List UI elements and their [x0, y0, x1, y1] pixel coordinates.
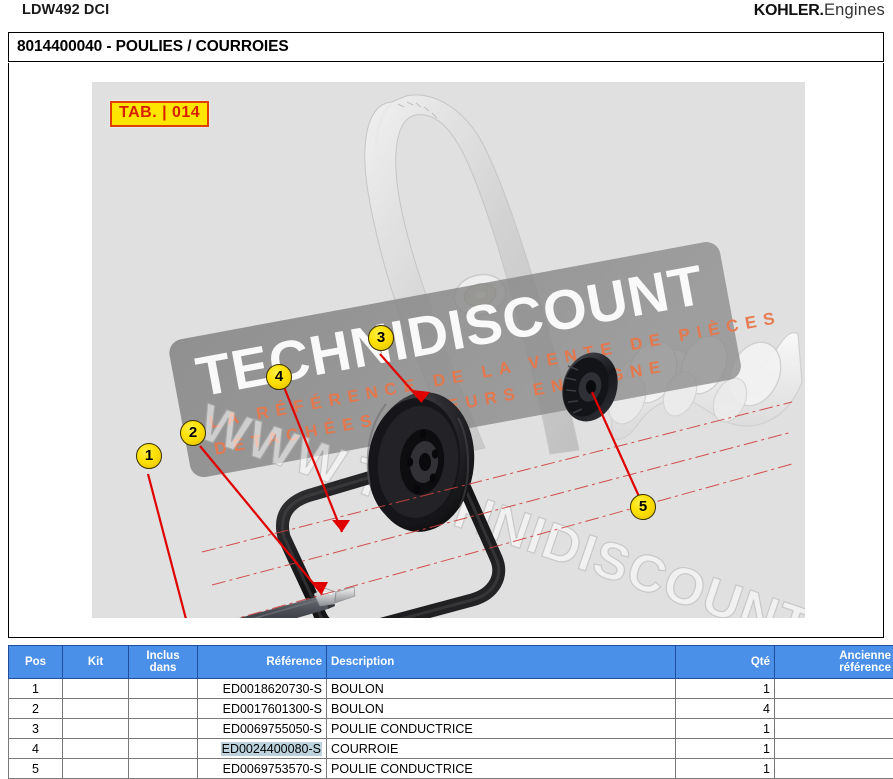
cell-ancienne	[775, 679, 893, 699]
cell-qte: 1	[676, 739, 775, 759]
exploded-parts-diagram[interactable]: TECHNIDISCOUNT LA RÉFÉRENCE DE LA VENTE …	[92, 82, 805, 618]
callout-4[interactable]: 4	[266, 364, 292, 390]
column-header-qte[interactable]: Qté	[676, 646, 775, 679]
cell-description: BOULON	[327, 679, 676, 699]
cell-qte: 1	[676, 719, 775, 739]
parts-table[interactable]: Pos Kit Inclus dans Référence Descriptio…	[8, 645, 893, 779]
table-row[interactable]: 4 ED0024400080-S COURROIE 1	[9, 739, 893, 759]
cell-pos: 4	[9, 739, 63, 759]
column-header-description[interactable]: Description	[327, 646, 676, 679]
cell-kit	[63, 699, 129, 719]
inclus-line1: Inclus	[146, 650, 179, 662]
reference-text-highlighted: ED0024400080-S	[221, 742, 322, 756]
cell-ancienne	[775, 699, 893, 719]
reference-text: ED0069753570-S	[223, 762, 322, 776]
cell-inclus	[129, 679, 198, 699]
page-title-box: 8014400040 - POULIES / COURROIES	[8, 32, 884, 62]
cell-reference[interactable]: ED0069755050-S	[198, 719, 327, 739]
cell-kit	[63, 739, 129, 759]
table-row[interactable]: 1 ED0018620730-S BOULON 1	[9, 679, 893, 699]
cell-ancienne	[775, 719, 893, 739]
table-body: 1 ED0018620730-S BOULON 1 2 ED0017601300…	[9, 679, 893, 779]
cell-kit	[63, 719, 129, 739]
cell-pos: 1	[9, 679, 63, 699]
cell-qte: 4	[676, 699, 775, 719]
ancienne-line1: Ancienne	[839, 650, 891, 662]
table-row[interactable]: 2 ED0017601300-S BOULON 4	[9, 699, 893, 719]
reference-text: ED0018620730-S	[223, 682, 322, 696]
brand-tagline: Engines	[824, 1, 885, 19]
inclus-line2: dans	[150, 662, 177, 674]
cell-kit	[63, 759, 129, 779]
cell-inclus	[129, 739, 198, 759]
callout-5[interactable]: 5	[630, 494, 656, 520]
cell-qte: 1	[676, 679, 775, 699]
table-row[interactable]: 5 ED0069753570-S POULIE CONDUCTRICE 1	[9, 759, 893, 779]
cell-reference[interactable]: ED0069753570-S	[198, 759, 327, 779]
kohler-engines-logo: KOHLER.Engines	[754, 1, 885, 20]
cell-pos: 2	[9, 699, 63, 719]
cell-inclus	[129, 759, 198, 779]
cell-reference[interactable]: ED0017601300-S	[198, 699, 327, 719]
column-header-kit[interactable]: Kit	[63, 646, 129, 679]
top-bar: LDW492 DCI KOHLER.Engines	[0, 0, 893, 28]
ancienne-line2: référence	[839, 662, 891, 674]
tab-badge: TAB. | 014	[110, 101, 209, 127]
cell-reference-selected[interactable]: ED0024400080-S	[198, 739, 327, 759]
reference-text: ED0017601300-S	[223, 702, 322, 716]
cell-pos: 5	[9, 759, 63, 779]
cell-kit	[63, 679, 129, 699]
cell-inclus	[129, 699, 198, 719]
callout-1[interactable]: 1	[136, 443, 162, 469]
table-row[interactable]: 3 ED0069755050-S POULIE CONDUCTRICE 1	[9, 719, 893, 739]
cell-reference[interactable]: ED0018620730-S	[198, 679, 327, 699]
cell-qte: 1	[676, 759, 775, 779]
cell-ancienne	[775, 739, 893, 759]
callout-2[interactable]: 2	[180, 420, 206, 446]
reference-text: ED0069755050-S	[223, 722, 322, 736]
column-header-reference[interactable]: Référence	[198, 646, 327, 679]
cell-pos: 3	[9, 719, 63, 739]
column-header-pos[interactable]: Pos	[9, 646, 63, 679]
table-header-row: Pos Kit Inclus dans Référence Descriptio…	[9, 646, 893, 679]
brand-name: KOHLER	[754, 2, 820, 19]
cell-inclus	[129, 719, 198, 739]
diagram-artwork: TECHNIDISCOUNT LA RÉFÉRENCE DE LA VENTE …	[92, 82, 805, 618]
cell-description: POULIE CONDUCTRICE	[327, 719, 676, 739]
column-header-inclus-dans[interactable]: Inclus dans	[129, 646, 198, 679]
callout-3[interactable]: 3	[368, 325, 394, 351]
cell-description: POULIE CONDUCTRICE	[327, 759, 676, 779]
engine-model-label: LDW492 DCI	[22, 2, 109, 18]
cell-ancienne	[775, 759, 893, 779]
page-title: 8014400040 - POULIES / COURROIES	[17, 38, 289, 56]
cell-description: COURROIE	[327, 739, 676, 759]
cell-description: BOULON	[327, 699, 676, 719]
column-header-ancienne-reference[interactable]: Ancienne référence	[775, 646, 893, 679]
